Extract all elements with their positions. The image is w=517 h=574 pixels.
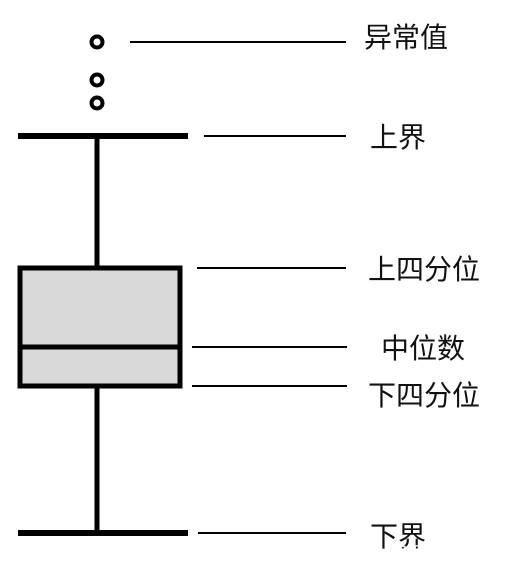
interquartile-box	[17, 265, 183, 389]
outliers-label: 异常值	[364, 21, 448, 54]
lower-quartile-label: 下四分位	[368, 379, 480, 412]
upper-quartile-label: 上四分位	[368, 253, 480, 286]
median-label: 中位数	[381, 332, 465, 365]
outlier-marker-2	[89, 72, 105, 88]
lower-whisker-label: 下界	[370, 520, 426, 553]
watermark-text: 知乎 @布衣书生	[391, 543, 508, 562]
outlier-marker-3	[89, 95, 105, 111]
upper-whisker-label: 上界	[370, 121, 426, 154]
outlier-marker-1	[89, 34, 105, 50]
